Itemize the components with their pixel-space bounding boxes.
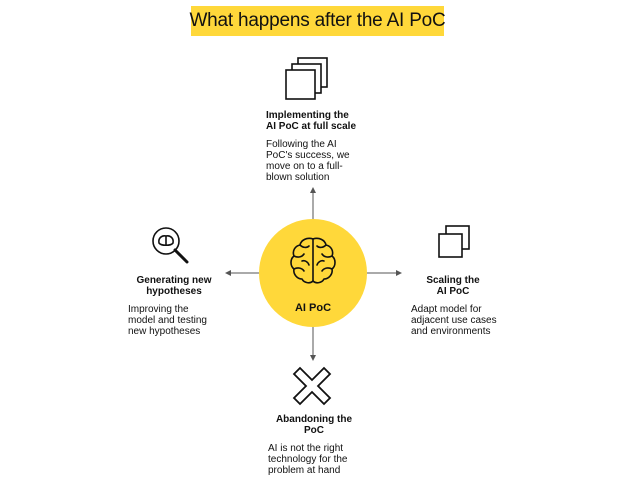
- center-node: AI PoC: [259, 219, 367, 327]
- node-implementing-description: Following the AI PoC's success, we move …: [266, 139, 350, 183]
- node-scaling-description: Adapt model for adjacent use cases and e…: [411, 304, 497, 337]
- title-banner: What happens after the AI PoC: [189, 6, 446, 36]
- node-abandoning-description: AI is not the right technology for the p…: [268, 443, 348, 476]
- brain-icon: [290, 237, 336, 284]
- node-scaling-heading: Scaling the AI PoC: [426, 275, 480, 297]
- node-generating: Generating new hypotheses Improving the …: [128, 275, 238, 337]
- node-abandoning-heading: Abandoning the PoC: [275, 414, 353, 436]
- node-generating-heading: Generating new hypotheses: [136, 275, 212, 297]
- cross-icon: [292, 366, 332, 406]
- center-label: AI PoC: [294, 302, 332, 314]
- two-squares-icon: [438, 225, 470, 258]
- node-abandoning: Abandoning the PoC AI is not the right t…: [268, 414, 388, 476]
- node-generating-description: Improving the model and testing new hypo…: [128, 304, 207, 337]
- page-title: What happens after the AI PoC: [189, 10, 446, 31]
- node-scaling: Scaling the AI PoC Adapt model for adjac…: [411, 275, 541, 337]
- node-implementing-heading: Implementing the AI PoC at full scale: [266, 110, 357, 132]
- stacked-squares-icon: [285, 57, 328, 100]
- node-implementing: Implementing the AI PoC at full scale Fo…: [266, 110, 386, 183]
- magnifier-brain-icon: [152, 227, 189, 264]
